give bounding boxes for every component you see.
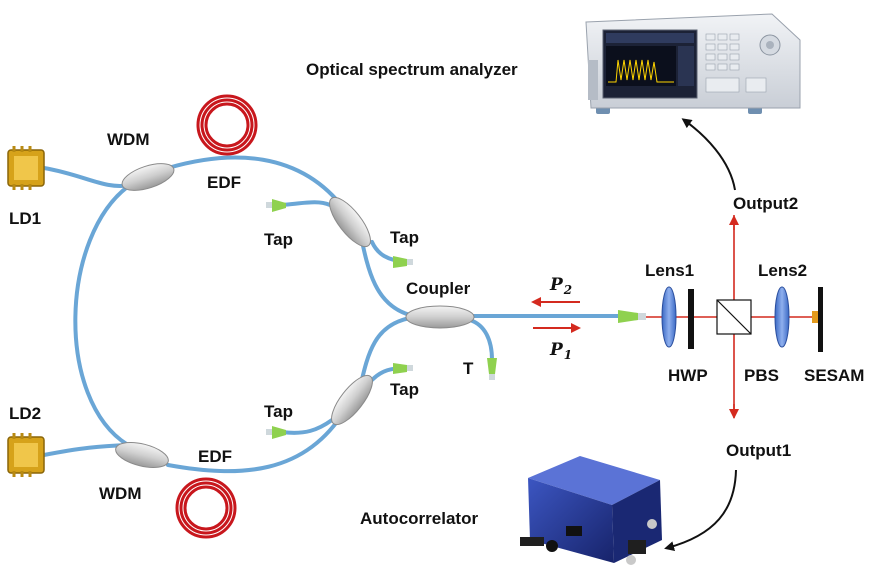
polarizing-beam-splitter bbox=[716, 299, 752, 335]
label-lens2: Lens2 bbox=[758, 261, 807, 280]
label-pbs: PBS bbox=[744, 366, 779, 385]
label-ld1: LD1 bbox=[9, 209, 41, 228]
laser-diode-ld2 bbox=[7, 433, 45, 477]
half-wave-plate bbox=[688, 289, 694, 349]
edf-coil-top bbox=[196, 94, 258, 156]
label-tap-upper-right: Tap bbox=[390, 228, 419, 247]
connector-tap-upper-right bbox=[393, 256, 413, 268]
label-edf-top: EDF bbox=[207, 173, 241, 192]
edf-coil-bottom bbox=[175, 477, 237, 539]
label-lens1: Lens1 bbox=[645, 261, 694, 280]
label-coupler: Coupler bbox=[406, 279, 471, 298]
sesam-mount bbox=[818, 287, 823, 352]
tap-coupler-bottom bbox=[331, 374, 373, 426]
label-edf-bottom: EDF bbox=[198, 447, 232, 466]
fiber-tap-upper-left-port bbox=[280, 200, 332, 207]
fiber-tap-lower-left-port bbox=[280, 418, 334, 435]
connector-t-port bbox=[487, 358, 497, 380]
label-ld2: LD2 bbox=[9, 404, 41, 423]
connector-tap-lower-right bbox=[393, 363, 413, 374]
connector-tap-upper-left bbox=[266, 199, 286, 212]
label-sesam: SESAM bbox=[804, 366, 864, 385]
label-tap-lower-right: Tap bbox=[390, 380, 419, 399]
output-coupler bbox=[405, 305, 475, 329]
tap-coupler-top bbox=[329, 196, 371, 248]
fiber-ld1-lead bbox=[42, 166, 132, 188]
fiber-ring-left bbox=[73, 183, 132, 447]
label-output1: Output1 bbox=[726, 441, 791, 460]
laser-diode-ld1 bbox=[7, 146, 45, 190]
fiber-edf-bottom-run bbox=[166, 408, 347, 474]
sesam-chip bbox=[812, 311, 818, 323]
autocorrelator-device bbox=[520, 456, 662, 565]
connector-collimator bbox=[618, 310, 646, 323]
arrow-to-osa bbox=[681, 118, 736, 191]
lens-1 bbox=[661, 286, 677, 348]
connector-tap-lower-left bbox=[266, 426, 286, 439]
arrow-to-autocorrelator bbox=[664, 469, 737, 551]
label-t-port: T bbox=[463, 359, 474, 378]
label-hwp: HWP bbox=[668, 366, 708, 385]
osa-keypad bbox=[705, 33, 767, 93]
label-p2-symbol: P bbox=[549, 275, 564, 295]
lens-2 bbox=[774, 286, 790, 348]
label-p1-subscript: 1 bbox=[564, 348, 572, 362]
wdm-coupler-bottom bbox=[115, 441, 169, 469]
wdm-coupler-top bbox=[121, 163, 175, 191]
label-p2: P2 bbox=[549, 275, 572, 297]
fiber-edf-top-run bbox=[166, 155, 347, 212]
label-p1: P1 bbox=[549, 340, 572, 362]
label-output2: Output2 bbox=[733, 194, 798, 213]
label-tap-upper-left: Tap bbox=[264, 230, 293, 249]
label-p1-symbol: P bbox=[549, 340, 564, 360]
osa-spectrum-trace bbox=[608, 59, 674, 83]
optical-spectrum-analyzer bbox=[585, 13, 801, 114]
label-p2-subscript: 2 bbox=[563, 283, 572, 297]
label-osa: Optical spectrum analyzer bbox=[306, 60, 518, 79]
fiber-coupler-t-port bbox=[468, 318, 494, 362]
label-wdm-bottom: WDM bbox=[99, 484, 141, 503]
label-tap-lower-left: Tap bbox=[264, 402, 293, 421]
label-wdm-top: WDM bbox=[107, 130, 149, 149]
label-autocorrelator: Autocorrelator bbox=[360, 509, 478, 528]
